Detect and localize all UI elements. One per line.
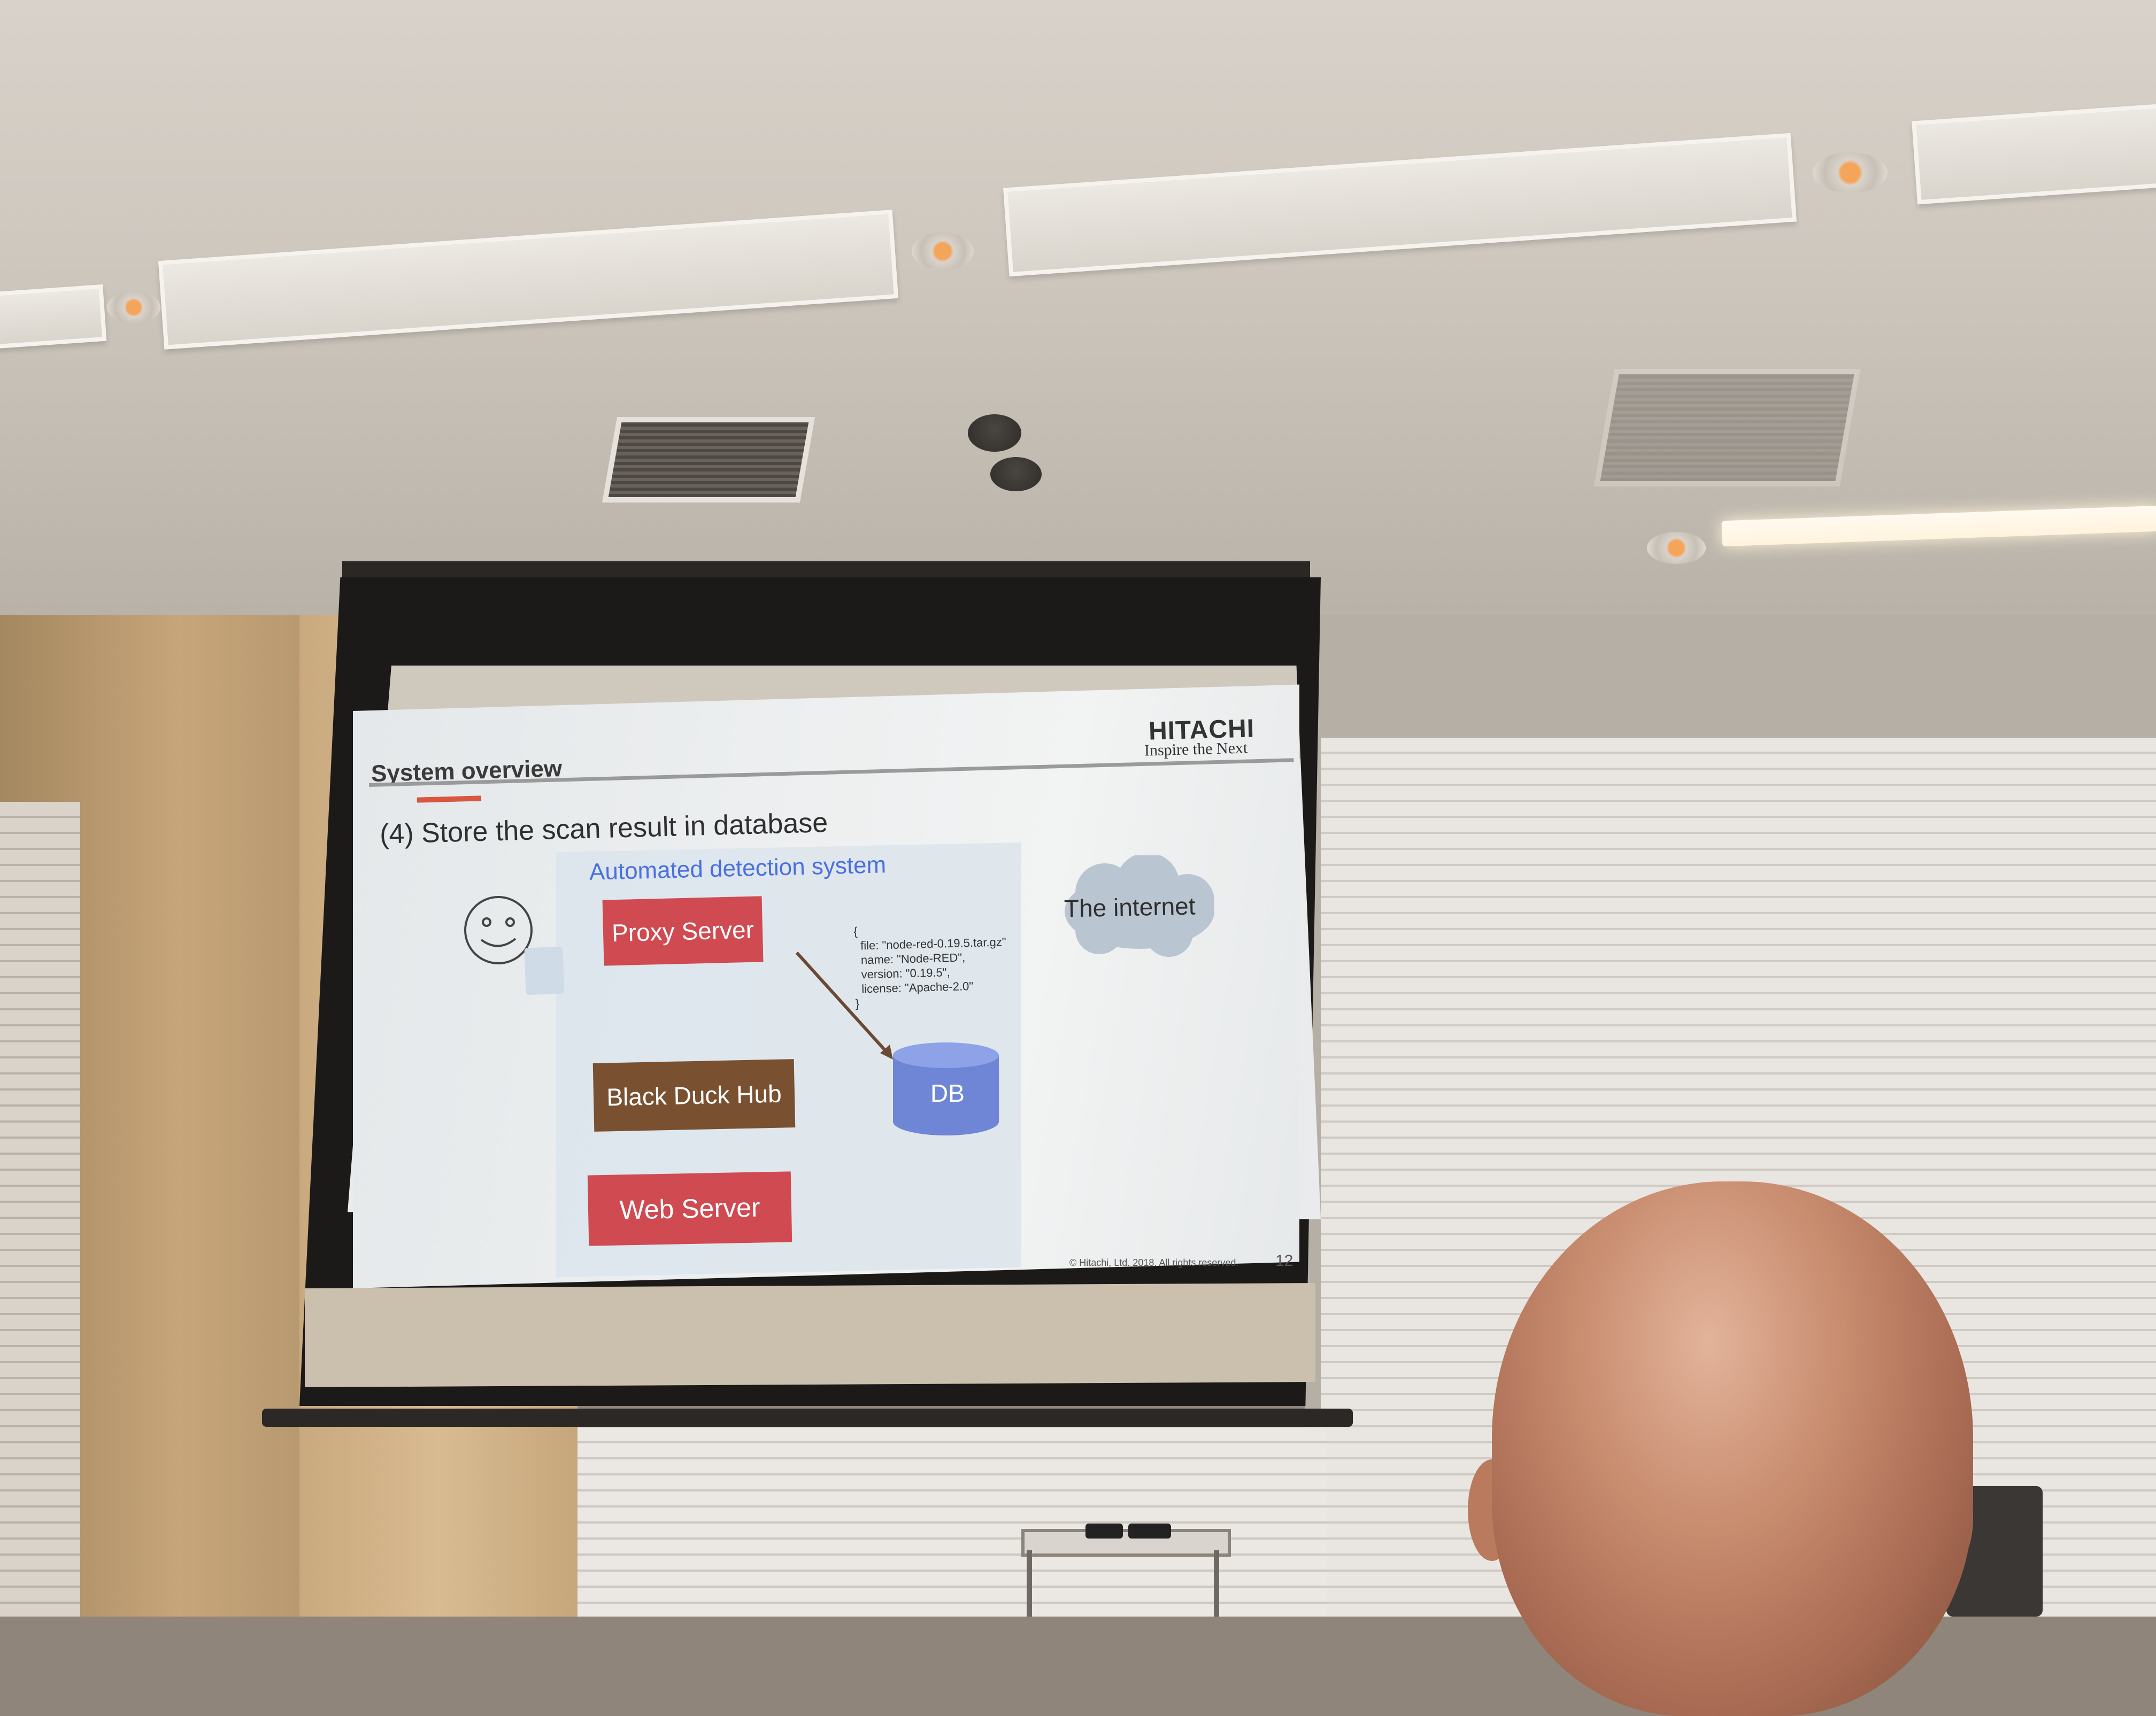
document-icon (524, 946, 565, 995)
proxy-server-box: Proxy Server (602, 896, 764, 966)
remote-control (1085, 1524, 1123, 1539)
ceiling-downlight (912, 233, 974, 270)
web-server-box: Web Server (587, 1171, 792, 1246)
audience-head (1492, 1181, 1973, 1716)
window-blinds-lower (578, 1427, 1326, 1617)
screen-roller-bar (262, 1409, 1353, 1427)
database-cylinder-icon (893, 1042, 999, 1135)
ceiling-vent (602, 417, 815, 503)
window-blinds-left (0, 802, 80, 1617)
brand-tagline: Inspire the Next (1144, 739, 1248, 760)
scan-result-json: { file: "node-red-0.19.5.tar.gz" name: "… (853, 924, 1006, 1010)
ceiling-vent (1593, 369, 1861, 486)
ceiling-sensor (968, 414, 1021, 452)
db-label: DB (930, 1079, 965, 1107)
black-duck-hub-box: Black Duck Hub (592, 1059, 796, 1132)
internet-label: The internet (1064, 892, 1196, 923)
table-leg (1027, 1550, 1032, 1617)
ceiling-sensor (990, 457, 1042, 491)
ceiling-light-panel (1912, 103, 2156, 205)
copyright-notice: © Hitachi, Ltd. 2018. All rights reserve… (1069, 1257, 1239, 1268)
cloud-icon (1065, 855, 1214, 957)
table-leg (1214, 1550, 1219, 1617)
screen-lower-margin (305, 1283, 1315, 1387)
ceiling-downlight (1647, 532, 1706, 564)
smiley-face-icon (464, 896, 533, 964)
ceiling-downlight (107, 291, 160, 323)
ceiling-downlight (1813, 152, 1888, 193)
slide-page-number: 12 (1275, 1252, 1293, 1270)
remote-control (1128, 1524, 1171, 1539)
small-table (1021, 1529, 1231, 1557)
ceiling-light-panel (0, 284, 107, 350)
arrow-icon (795, 951, 893, 1060)
